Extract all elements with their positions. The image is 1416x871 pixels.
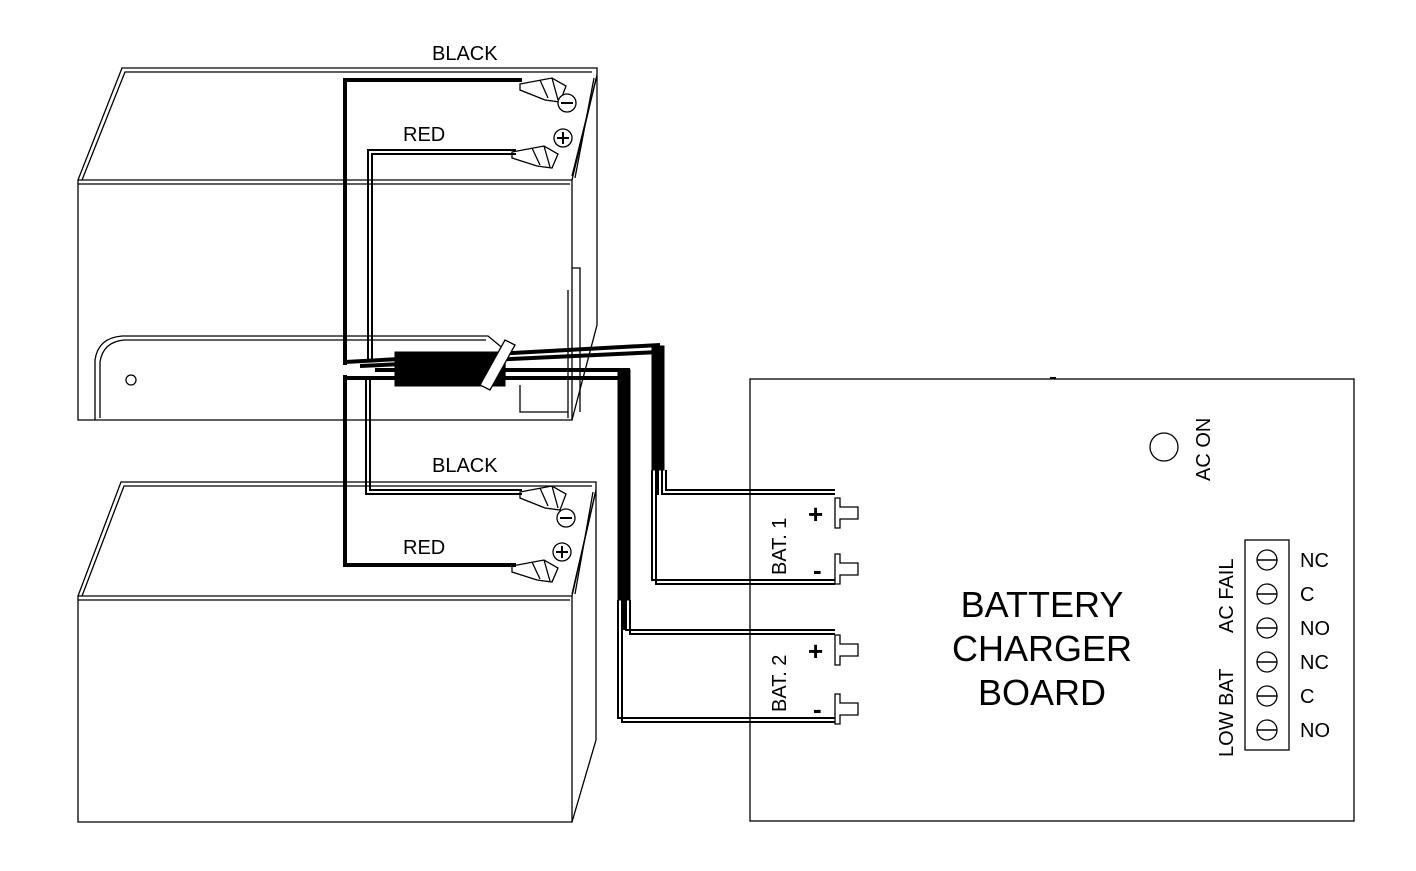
top-battery <box>77 67 598 421</box>
top-battery-red-wire <box>367 149 516 362</box>
bottom-battery-black-wire-label: BLACK <box>432 455 498 477</box>
bat2-positive-connector <box>834 634 859 666</box>
bat1-leads <box>651 470 835 585</box>
top-battery-black-wire <box>343 78 522 365</box>
wire-bundle <box>344 339 665 630</box>
relay-terminal-label: NC <box>1300 652 1329 674</box>
bat2-negative-connector <box>834 693 859 725</box>
bat2-leads <box>617 600 835 723</box>
top-battery-black-wire-label: BLACK <box>432 43 498 65</box>
bat2-label: BAT. 2 <box>769 655 791 712</box>
charger-board <box>749 377 1355 822</box>
ac-on-label: AC ON <box>1193 418 1215 481</box>
terminal-screw-icon <box>1256 651 1278 673</box>
bottom-battery <box>77 481 597 823</box>
terminal-screw-icon <box>1256 685 1278 707</box>
bat1-negative-connector <box>834 553 859 585</box>
terminal-screw-icon <box>1256 549 1278 571</box>
board-title-line-1: BATTERY <box>961 584 1124 625</box>
ac-fail-label: AC FAIL <box>1216 559 1238 633</box>
bat1-label: BAT. 1 <box>769 518 791 575</box>
board-title-line-2: CHARGER <box>952 628 1132 669</box>
relay-terminal-label: NO <box>1300 618 1330 640</box>
bottom-battery-red-wire <box>343 375 516 567</box>
relay-terminal-block <box>1244 539 1290 751</box>
relay-terminal-label: C <box>1300 584 1314 606</box>
top-battery-red-wire-label: RED <box>403 124 445 146</box>
bat1-minus-sign: - <box>813 555 822 585</box>
ac-on-led-icon <box>1149 432 1179 462</box>
low-bat-label: LOW BAT <box>1216 668 1238 757</box>
bat1-plus-sign: + <box>808 499 823 529</box>
bat1-positive-connector <box>834 497 859 529</box>
bottom-battery-positive-terminal <box>511 542 572 583</box>
terminal-screw-icon <box>1256 719 1278 741</box>
bottom-battery-red-wire-label: RED <box>403 537 445 559</box>
bottom-battery-black-wire <box>365 380 522 495</box>
terminal-screw-icon <box>1256 583 1278 605</box>
relay-terminal-label: NO <box>1300 720 1330 742</box>
relay-terminal-label: C <box>1300 686 1314 708</box>
top-battery-positive-terminal <box>511 128 573 169</box>
bottom-battery-negative-terminal <box>519 485 576 528</box>
relay-terminal-label: NC <box>1300 550 1329 572</box>
top-battery-negative-terminal <box>519 77 577 113</box>
bat2-minus-sign: - <box>813 694 822 724</box>
board-title-line-3: BOARD <box>978 672 1106 713</box>
terminal-screw-icon <box>1256 617 1278 639</box>
bat2-plus-sign: + <box>808 636 823 666</box>
